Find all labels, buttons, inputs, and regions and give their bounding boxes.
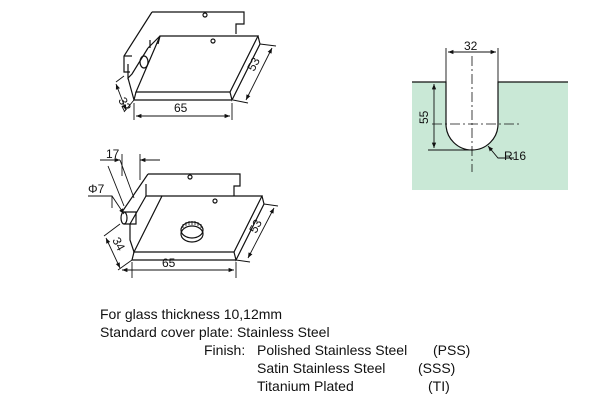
cover-plate-text: Standard cover plate: Stainless Steel xyxy=(100,324,330,340)
glass-thickness-text: For glass thickness 10,12mm xyxy=(100,306,283,322)
glass-panel xyxy=(412,82,568,190)
bottom-fitting-drawing xyxy=(120,173,265,262)
finish-name-polished: Polished Stainless Steel xyxy=(257,342,408,358)
cutout-radius-dimension: R16 xyxy=(504,149,526,163)
finish-name-titanium: Titanium Plated xyxy=(257,378,354,394)
technical-drawing: 65 32 53 xyxy=(88,11,568,278)
finish-code-polished: (PSS) xyxy=(433,342,471,358)
glass-cutout-drawing xyxy=(412,48,568,190)
cutout-width-dimension: 32 xyxy=(464,39,478,53)
finish-code-satin: (SSS) xyxy=(418,360,456,376)
finish-label: Finish: xyxy=(204,342,246,358)
top-height-dimension: 53 xyxy=(244,55,263,74)
bottom-height-dimension: 53 xyxy=(246,217,265,236)
hole-diameter-dimension: Φ7 xyxy=(88,182,105,196)
specifications-block: For glass thickness 10,12mm Standard cov… xyxy=(0,296,602,420)
bottom-fitting-dimensions xyxy=(88,154,279,278)
top-fitting-drawing xyxy=(123,11,261,102)
top-width-dimension: 65 xyxy=(174,101,188,115)
bottom-offset-dimension: 17 xyxy=(106,147,120,161)
finish-code-titanium: (TI) xyxy=(428,378,450,394)
cutout-depth-dimension: 55 xyxy=(417,110,431,124)
bottom-depth-dimension: 34 xyxy=(109,235,128,254)
top-depth-dimension: 32 xyxy=(115,95,134,114)
bottom-width-dimension: 65 xyxy=(162,256,176,270)
top-fitting-dimensions xyxy=(115,43,277,120)
finish-name-satin: Satin Stainless Steel xyxy=(257,360,386,376)
